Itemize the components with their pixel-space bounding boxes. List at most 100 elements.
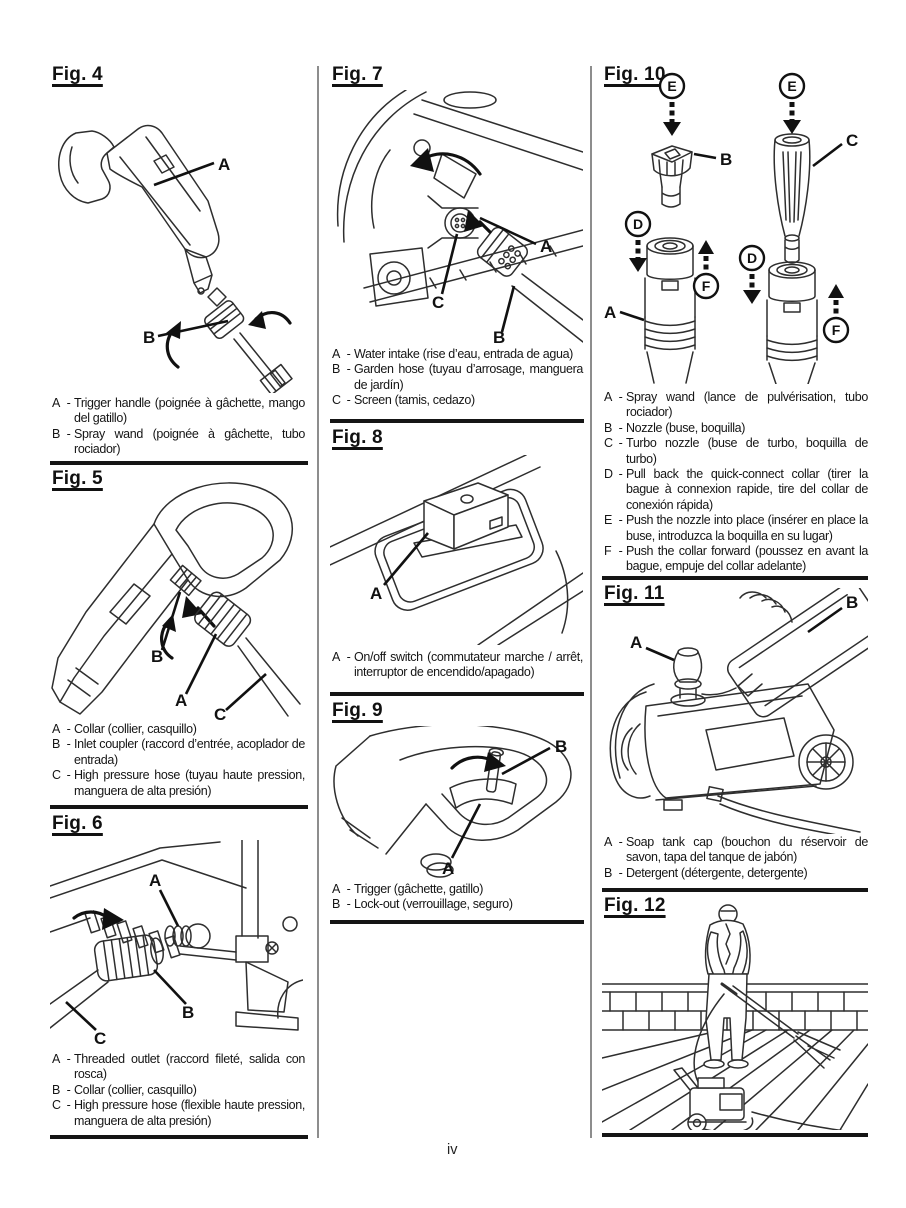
caption-row: A - Threaded outlet (raccord fileté, sal… [52, 1052, 305, 1083]
turbo-nozzle-drawing [773, 133, 811, 264]
caption-text: Spray wand (lance de pulvérisation, tubo… [626, 390, 868, 420]
callout-b: B [143, 328, 155, 347]
fig7-captions: A - Water intake (rise d’eau, entrada de… [332, 347, 583, 409]
section-rule [602, 576, 868, 580]
callout-a: A [218, 155, 230, 174]
caption-letter: B [332, 362, 340, 377]
spray-gun-drawing [58, 124, 220, 295]
callout-d: D [633, 216, 643, 232]
caption-row: D - Pull back the quick-connect collar (… [604, 467, 868, 513]
caption-row: B - Detergent (détergente, detergente) [604, 866, 868, 881]
press-arrow [450, 752, 506, 772]
wand-coupler-drawing-right [766, 261, 818, 384]
caption-row: A - Soap tank cap (bouchon du réservoir … [604, 835, 868, 866]
caption-row: A - Trigger (gâchette, gatillo) [332, 882, 583, 897]
caption-row: B - Inlet coupler (raccord d’entrée, aco… [52, 737, 305, 768]
caption-dash: - [346, 362, 351, 377]
washer-body-drawing [50, 840, 303, 1031]
caption-text: Inlet coupler (raccord d’entrée, acoplad… [74, 737, 305, 767]
caption-letter: D [604, 467, 613, 482]
callout-a: A [604, 303, 616, 322]
caption-letter: B [52, 426, 60, 441]
soap-tank-cap-drawing [670, 647, 706, 707]
caption-letter: F [604, 544, 612, 559]
wand-spray-drawing [720, 982, 841, 1069]
lockout-drawing [485, 747, 504, 793]
caption-row: A - On/off switch (commutateur marche / … [332, 650, 583, 681]
callout-a: A [630, 633, 642, 652]
column-divider-left [317, 66, 319, 1138]
arrow-e-right: E [778, 72, 806, 134]
pressure-washer-drawing [673, 1067, 747, 1130]
callout-b: B [846, 593, 858, 612]
caption-dash: - [618, 835, 623, 849]
caption-dash: - [66, 1082, 71, 1097]
figure-title-fig6: Fig. 6 [52, 813, 103, 834]
caption-dash: - [618, 436, 623, 451]
fig10-captions: A - Spray wand (lance de pulvérisation, … [604, 390, 868, 575]
figure-title-fig7: Fig. 7 [332, 64, 383, 85]
caption-letter: B [332, 897, 340, 912]
caption-text: Threaded outlet (raccord fileté, salida … [74, 1052, 305, 1082]
caption-text: High pressure hose (flexible haute press… [74, 1098, 305, 1128]
arrow-f-right: F [822, 284, 850, 344]
nozzle-drawing [651, 145, 693, 208]
caption-dash: - [346, 897, 351, 912]
twist-arrow [410, 148, 482, 176]
onoff-switch-drawing [413, 482, 523, 558]
callout-c: C [432, 293, 444, 312]
leader-b [153, 969, 187, 1005]
washer-body-drawing [609, 683, 861, 834]
caption-letter: A [332, 347, 340, 361]
column-divider-right [590, 66, 592, 1138]
fig9-illustration: B A [333, 726, 572, 878]
caption-text: On/off switch (commutateur marche / arrê… [354, 650, 583, 680]
leader-b [160, 591, 182, 651]
caption-letter: C [604, 436, 613, 451]
leader-c [440, 233, 459, 295]
section-rule [330, 692, 584, 696]
caption-text: Nozzle (buse, boquilla) [626, 420, 746, 435]
caption-dash: - [618, 390, 623, 404]
figure-title-fig9: Fig. 9 [332, 700, 383, 721]
caption-row: A - Collar (collier, casquillo) [52, 722, 305, 737]
leader-a [619, 310, 645, 322]
figure-title-fig5: Fig. 5 [52, 468, 103, 489]
caption-text: Collar (collier, casquillo) [74, 1082, 197, 1097]
caption-text: High pressure hose (tuyau haute pression… [74, 768, 305, 798]
fig11-captions: A - Soap tank cap (bouchon du réservoir … [604, 835, 868, 881]
leader-b [501, 746, 551, 776]
figure-title-fig4: Fig. 4 [52, 64, 103, 85]
leader-a [479, 216, 537, 246]
section-rule [330, 920, 584, 924]
caption-letter: B [604, 865, 612, 880]
leader-c [65, 1001, 97, 1031]
caption-dash: - [346, 882, 351, 896]
leader-a [450, 803, 482, 859]
caption-letter: A [52, 396, 60, 410]
section-rule [50, 1135, 308, 1139]
leader-a [383, 532, 429, 586]
caption-text: Spray wand (poignée à gâchette, tubo roc… [74, 426, 305, 457]
caption-dash: - [346, 347, 351, 361]
leader-c [225, 673, 267, 711]
caption-row: B - Garden hose (tuyau d’arrosage, mangu… [332, 362, 583, 393]
caption-letter: C [332, 393, 341, 408]
callout-a: A [540, 237, 552, 256]
caption-letter: C [52, 1098, 61, 1113]
fig6-illustration: A B C [50, 840, 303, 1047]
arrow-d-left: D [624, 210, 652, 272]
caption-dash: - [66, 768, 71, 783]
caption-dash: - [618, 467, 623, 482]
callout-b: B [555, 737, 567, 756]
callout-f: F [702, 278, 711, 294]
caption-row: B - Collar (collier, casquillo) [52, 1083, 305, 1098]
caption-row: A - Trigger handle (poignée à gâchette, … [52, 396, 305, 427]
callout-b: B [182, 1003, 194, 1022]
figure-title-fig12: Fig. 12 [604, 895, 666, 916]
fig5-captions: A - Collar (collier, casquillo) B - Inle… [52, 722, 305, 799]
section-rule [602, 1133, 868, 1137]
callout-b: B [720, 150, 732, 169]
caption-dash: - [618, 544, 623, 559]
